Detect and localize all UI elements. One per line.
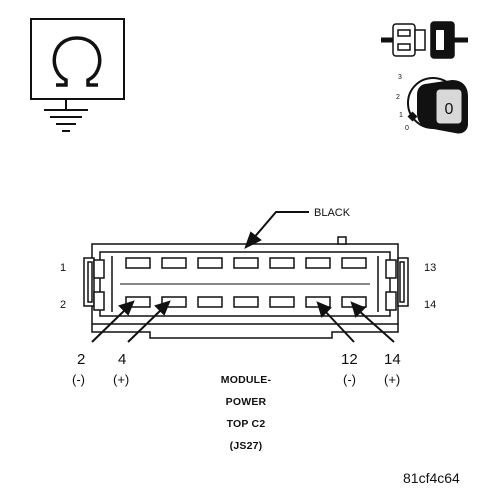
callout-arrows [91,300,395,343]
cavity [161,257,187,269]
ignition-position-1: 1 [399,112,403,119]
ignition-position-2: 2 [396,94,400,101]
cavity [233,257,259,269]
cavity [125,257,151,269]
callout-polarity-2: (-) [72,372,85,387]
pin-label-2: 2 [60,299,66,311]
connector-c2 [83,236,409,339]
ignition-position-0: 0 [405,125,409,132]
pin-label-1: 1 [60,262,66,274]
figure-code: 81cf4c64 [403,470,460,486]
ohmmeter-ground-icon [30,18,125,132]
callout-polarity-12: (-) [343,372,356,387]
cavity [161,296,187,308]
callout-polarity-14: (+) [384,372,400,387]
pin-label-14: 14 [424,299,436,311]
ignition-key-icon: 3 2 1 0 0 [396,74,468,134]
ignition-selected-position: 0 [445,101,454,118]
connector-caption-line-3: TOP C2 [227,418,266,430]
callout-pin-14: 14 [384,351,401,368]
cavity [197,257,223,269]
ignition-position-3: 3 [398,74,402,81]
wire-color-label: BLACK [314,207,351,219]
cavity [305,257,331,269]
connector-cavities [125,257,367,308]
cavity [125,296,151,308]
callout-polarity-4: (+) [113,372,129,387]
wire-color-leader-arrow [244,211,309,250]
cavity [233,296,259,308]
cavity [197,296,223,308]
cavity [269,296,295,308]
disconnected-connector-icon [381,21,468,59]
connector-caption-line-4: (JS27) [230,440,263,452]
connector-caption-line-2: POWER [226,396,267,408]
callout-pin-2: 2 [77,351,85,368]
cavity [341,257,367,269]
connector-caption-line-1: MODULE- [221,374,272,386]
cavity [269,257,295,269]
callout-pin-4: 4 [118,351,126,368]
pin-label-13: 13 [424,262,436,274]
callout-pin-12: 12 [341,351,358,368]
